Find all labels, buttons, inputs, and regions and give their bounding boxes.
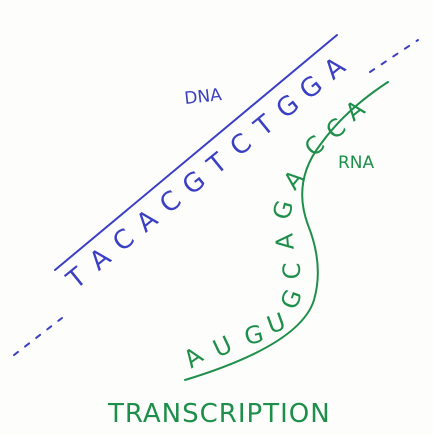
dna-base-letter: C xyxy=(154,185,187,220)
rna-base-letter: C xyxy=(278,263,306,280)
dna-backbone-line xyxy=(54,34,338,271)
dna-base-letter: G xyxy=(294,70,329,106)
dna-base-letter: C xyxy=(107,223,140,258)
rna-base-letter: A xyxy=(340,94,371,127)
rna-base-letter: A xyxy=(179,341,209,374)
rna-strand-line xyxy=(184,81,389,381)
dna-continuation-left xyxy=(13,317,63,356)
dna-base-letter: A xyxy=(319,51,352,86)
rna-base-letter: G xyxy=(241,319,266,351)
rna-base-letter: U xyxy=(209,330,237,363)
rna-base-letter: C xyxy=(299,130,330,162)
dna-base-letter: C xyxy=(225,128,258,163)
dna-base-letter: T xyxy=(201,148,233,182)
rna-label: RNA xyxy=(338,153,375,173)
dna-base-letter: G xyxy=(271,89,306,125)
dna-base-letter: A xyxy=(131,204,164,239)
rna-base-letter: A xyxy=(278,164,310,195)
dna-base-letter: G xyxy=(177,165,212,201)
dna-base-letter: T xyxy=(61,262,93,296)
rna-base-letter: U xyxy=(263,307,289,339)
dna-base-letter: T xyxy=(248,109,280,143)
dna-label: DNA xyxy=(183,85,223,109)
dna-continuation-right xyxy=(369,39,419,73)
rna-base-letter: C xyxy=(320,113,351,145)
diagram-title: TRANSCRIPTION xyxy=(107,399,331,429)
dna-base-letter: A xyxy=(84,242,117,277)
rna-base-letter: G xyxy=(267,197,299,222)
rna-base-letter: A xyxy=(270,232,299,251)
